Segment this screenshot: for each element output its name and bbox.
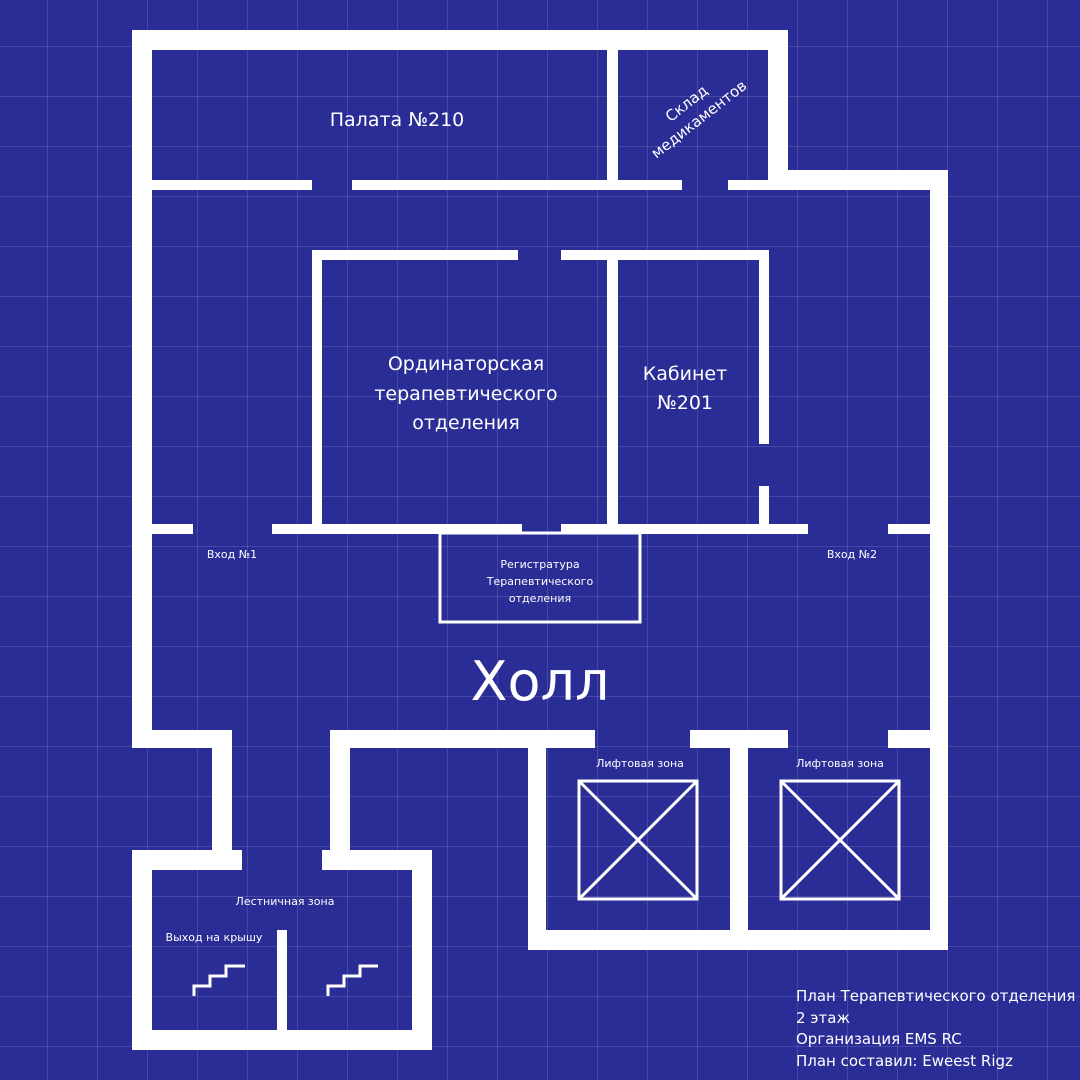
wall [888,524,948,534]
entrance-2-label: Вход №2 [827,548,877,561]
wall [352,180,682,190]
roof-exit-label: Выход на крышу [166,931,263,944]
staff-room-label-line-2: терапевтического [374,383,557,405]
wall [150,180,312,190]
legend-title: План Терапевтического отделения [796,987,1076,1005]
entrance-1-label: Вход №1 [207,548,257,561]
wall [132,730,232,748]
reception-desk [438,531,642,624]
office-label-line-1: Кабинет [643,363,727,385]
wall [607,48,618,188]
wall [759,250,769,444]
wall [272,524,522,534]
wall [330,730,595,748]
wall [132,30,152,748]
wall [277,930,287,1030]
hall-label: Холл [470,650,609,713]
wall [768,170,948,190]
wall [312,250,322,526]
staff-room-label-line-1: Ординаторская [388,353,544,375]
wall [528,730,546,950]
reception-label-line-3: отделения [509,592,571,605]
elevator-2-label: Лифтовая зона [796,757,884,770]
wall [561,250,769,260]
wall [312,250,518,260]
wall [759,486,769,526]
reception-label-line-2: Терапевтического [486,575,594,588]
wall [322,850,432,870]
wall [561,524,808,534]
reception-label-line-1: Регистратура [500,558,579,571]
wall [768,30,788,190]
staff-room-label-line-3: отделения [412,412,520,434]
legend-floor: 2 этаж [796,1008,850,1027]
wall [728,180,788,190]
legend-organization: Организация EMS RC [796,1030,962,1048]
stairs-label: Лестничная зона [236,895,335,908]
plan-legend: План Терапевтического отделения 2 этаж О… [796,986,1075,1072]
office-label-line-2: №201 [657,392,713,414]
wall [150,524,193,534]
wall [330,730,350,870]
wall [730,730,748,930]
wall [412,850,432,1050]
wall [528,930,948,950]
wall [212,730,232,870]
wall [132,850,242,870]
wall [607,250,618,526]
wall [132,30,788,50]
walls [132,30,948,1050]
wall [132,1030,432,1050]
stairs-icon [326,964,378,996]
wall [132,850,152,1050]
elevator-shaft-1-icon [577,779,699,901]
ward-label: Палата №210 [330,109,465,131]
legend-author: План составил: Eweest Rigz [796,1051,1013,1070]
wall [930,170,948,750]
wall [930,730,948,950]
elevator-1-label: Лифтовая зона [596,757,684,770]
stairs-icon [192,964,245,996]
elevator-shaft-2-icon [779,779,901,901]
